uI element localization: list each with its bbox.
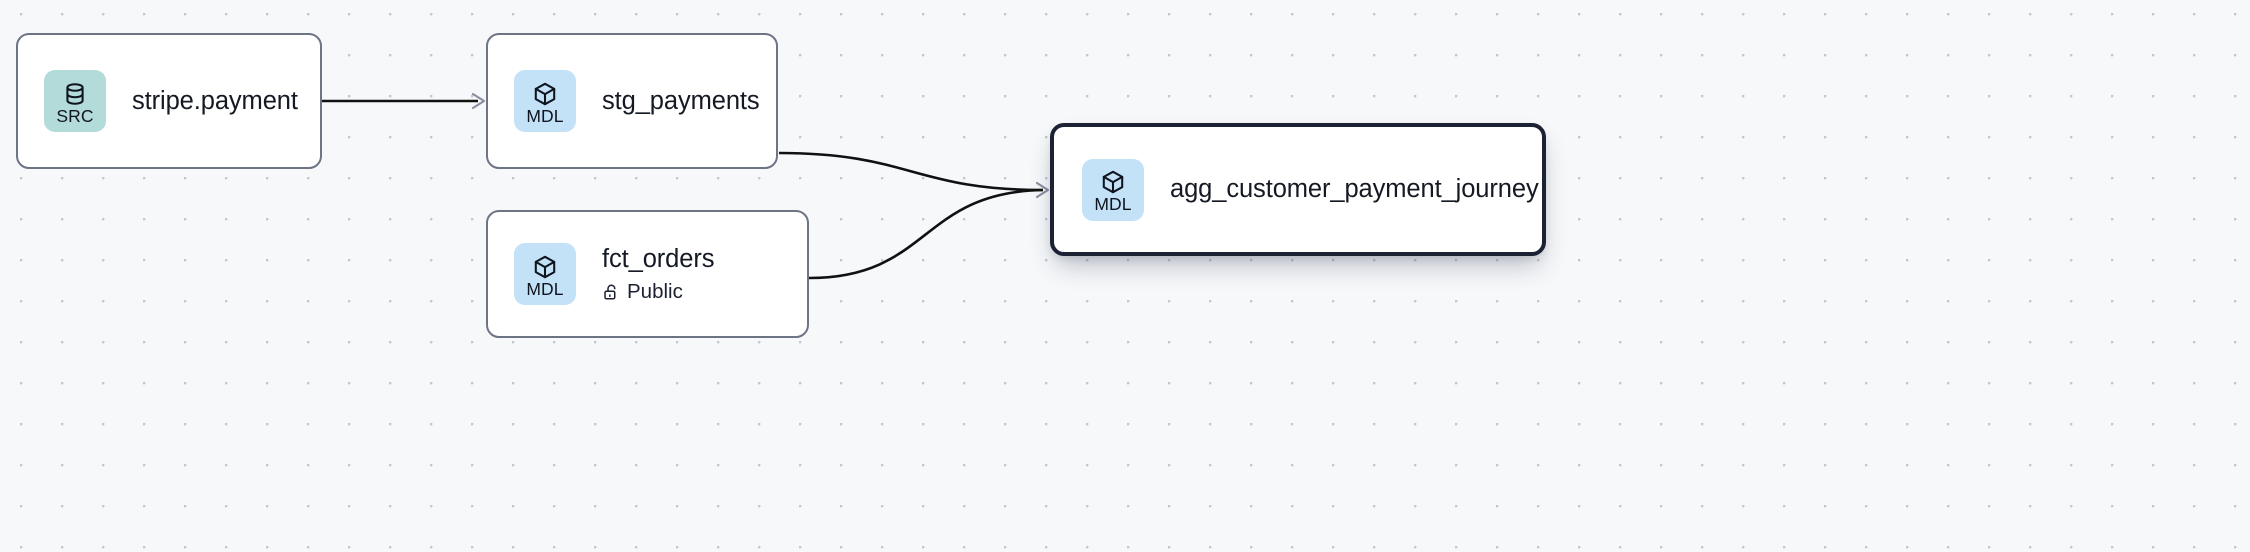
unlock-icon	[602, 283, 620, 301]
node-title: stg_payments	[602, 86, 760, 115]
model-badge: MDL	[514, 70, 576, 132]
lineage-node-stg-payments[interactable]: MDL stg_payments	[486, 33, 778, 169]
arrowhead-icon	[1035, 181, 1050, 199]
lineage-node-agg-customer-payment-journey[interactable]: MDL agg_customer_payment_journey	[1050, 123, 1546, 256]
node-title: fct_orders	[602, 245, 715, 273]
node-labels: stripe.payment	[132, 86, 298, 117]
arrowhead-icon	[471, 92, 486, 110]
edge-fct-to-agg	[808, 188, 1044, 280]
node-labels: agg_customer_payment_journey	[1170, 174, 1539, 205]
lineage-node-fct-orders[interactable]: MDL fct_orders Public	[486, 210, 809, 338]
node-title: agg_customer_payment_journey	[1170, 175, 1539, 203]
edge-stg-to-agg	[778, 151, 1050, 199]
node-labels: fct_orders Public	[602, 244, 714, 304]
node-labels: stg_payments	[602, 86, 760, 117]
node-title: stripe.payment	[132, 86, 298, 115]
source-badge-label: SRC	[56, 105, 94, 126]
model-badge: MDL	[1082, 158, 1144, 221]
model-badge: MDL	[514, 243, 576, 305]
node-visibility-label: Public	[627, 280, 683, 303]
model-badge-label: MDL	[526, 105, 564, 126]
source-badge: SRC	[44, 70, 106, 132]
cube-icon	[1100, 169, 1126, 195]
model-badge-label: MDL	[526, 278, 564, 299]
cube-icon	[532, 254, 558, 280]
cube-icon	[532, 81, 558, 107]
database-icon	[62, 81, 88, 107]
node-visibility: Public	[602, 280, 714, 304]
edge-stripe-to-stg	[322, 92, 486, 110]
lineage-node-stripe-payment[interactable]: SRC stripe.payment	[16, 33, 322, 169]
model-badge-label: MDL	[1094, 194, 1132, 214]
